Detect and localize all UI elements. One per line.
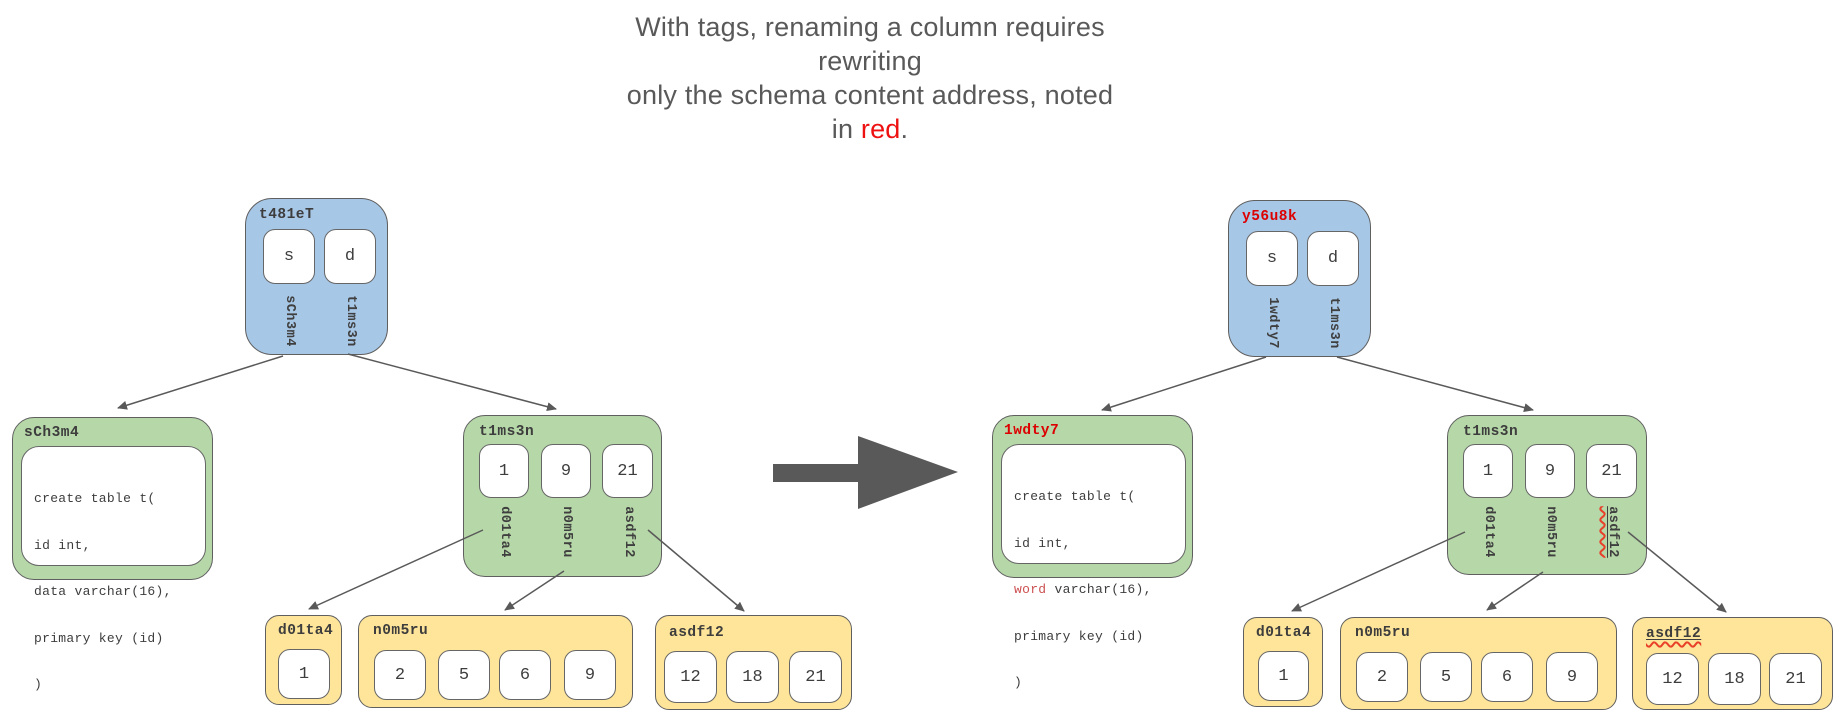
edge-right-root-to-table	[1336, 356, 1534, 412]
caption-line2-text: only the schema content address, noted i…	[626, 80, 1114, 144]
edge-left-root-to-schema	[117, 355, 284, 410]
left-leaf-d01ta4: d01ta4 1	[265, 615, 342, 705]
misspell-squiggle: asdf12	[1646, 626, 1701, 642]
right-table-value: 9	[1525, 444, 1575, 498]
left-leaf2-value: 6	[499, 650, 551, 700]
left-leaf3-value: 18	[726, 651, 779, 703]
caption: With tags, renaming a column requires re…	[615, 10, 1125, 146]
right-leaf2-label: n0m5ru	[1355, 625, 1411, 641]
code-line-renamed: word varchar(16),	[1014, 582, 1152, 598]
edge-right-root-to-schema	[1101, 356, 1267, 412]
right-table-ref3-text: asdf12	[1605, 506, 1620, 558]
left-table-ref3: asdf12	[621, 506, 636, 558]
left-table-ref2: n0m5ru	[559, 506, 574, 558]
left-root-ref-table: t1ms3n	[343, 295, 358, 347]
right-leaf1-label: d01ta4	[1256, 625, 1312, 641]
left-schema-node: sCh3m4 create table t( id int, data varc…	[12, 417, 213, 692]
right-root-slot-s: s	[1246, 231, 1298, 286]
right-leaf3-value: 18	[1708, 653, 1761, 705]
edge-left-table-to-leaf1	[308, 529, 484, 610]
left-root-slot-s: s	[263, 229, 315, 284]
code-line: data varchar(16),	[34, 584, 172, 599]
right-table-node: t1ms3n 1 9 21 d01ta4 n0m5ru asdf12	[1447, 415, 1647, 575]
right-table-value: 1	[1463, 444, 1513, 498]
right-leaf3-label: asdf12	[1646, 626, 1701, 642]
left-table-node: t1ms3n 1 9 21 d01ta4 n0m5ru asdf12	[463, 415, 662, 577]
left-leaf1-value: 1	[278, 649, 330, 699]
left-leaf2-label: n0m5ru	[373, 623, 429, 639]
right-schema-node: 1wdty7 create table t( id int, word varc…	[992, 415, 1193, 690]
left-table-ref1: d01ta4	[497, 506, 512, 558]
right-schema-label: 1wdty7	[1004, 423, 1060, 439]
right-leaf3-value: 21	[1769, 653, 1822, 705]
right-leaf2-value: 5	[1420, 652, 1472, 702]
code-line: )	[34, 677, 43, 692]
edge-left-root-to-table	[347, 353, 557, 412]
left-root-slot-d: d	[324, 229, 376, 284]
left-root-node: t481eT s d sCh3m4 t1ms3n	[245, 198, 388, 355]
misspell-squiggle: asdf12	[1605, 506, 1620, 558]
edge-right-table-to-leaf1	[1291, 531, 1466, 612]
code-line: create table t(	[1014, 489, 1136, 504]
code-line: id int,	[1014, 535, 1071, 551]
renamed-column: word	[1014, 582, 1047, 597]
code-line: primary key (id)	[34, 630, 164, 646]
left-table-value: 9	[541, 444, 591, 498]
code-line: id int,	[34, 537, 91, 553]
left-schema-codebox	[21, 446, 206, 566]
edge-right-table-to-leaf2	[1486, 571, 1544, 611]
left-leaf1-label: d01ta4	[278, 623, 334, 639]
left-table-value: 21	[602, 444, 653, 498]
right-root-node: y56u8k s d 1wdty7 t1ms3n	[1228, 200, 1371, 357]
caption-red-word: red	[860, 114, 901, 144]
right-leaf-d01ta4: d01ta4 1	[1243, 617, 1323, 707]
left-root-label: t481eT	[259, 207, 315, 223]
right-root-ref-table: t1ms3n	[1326, 297, 1341, 349]
left-leaf-asdf12: asdf12 12 18 21	[655, 615, 852, 710]
code-line-rest: varchar(16),	[1046, 582, 1152, 597]
left-leaf3-value: 21	[789, 651, 842, 703]
edge-left-table-to-leaf3	[647, 529, 745, 612]
right-leaf1-value: 1	[1258, 651, 1309, 701]
right-leaf2-value: 2	[1356, 652, 1408, 702]
left-leaf-n0m5ru: n0m5ru 2 5 6 9	[358, 615, 633, 708]
left-leaf2-value: 9	[564, 650, 616, 700]
right-leaf-n0m5ru: n0m5ru 2 5 6 9	[1340, 617, 1617, 710]
right-root-slot-d: d	[1307, 231, 1359, 286]
caption-line1: With tags, renaming a column requires re…	[635, 12, 1105, 76]
right-root-label: y56u8k	[1242, 209, 1298, 225]
right-schema-codebox	[1001, 444, 1186, 564]
left-leaf2-value: 5	[438, 650, 490, 700]
left-schema-label: sCh3m4	[24, 425, 80, 441]
code-line: create table t(	[34, 491, 156, 506]
code-line: primary key (id)	[1014, 628, 1144, 644]
left-schema-code: create table t( id int, data varchar(16)…	[34, 460, 172, 724]
right-table-ref2: n0m5ru	[1543, 506, 1558, 558]
right-leaf3-value: 12	[1646, 653, 1699, 705]
caption-line2: only the schema content address, noted i…	[615, 78, 1125, 146]
left-table-value: 1	[479, 444, 529, 498]
right-leaf-asdf12: asdf12 12 18 21	[1632, 617, 1833, 710]
caption-period: .	[900, 114, 909, 144]
right-leaf2-value: 6	[1481, 652, 1533, 702]
left-root-ref-schema: sCh3m4	[282, 295, 297, 347]
left-leaf3-label: asdf12	[669, 625, 725, 641]
right-root-ref-schema: 1wdty7	[1265, 297, 1280, 349]
left-table-label: t1ms3n	[479, 424, 535, 440]
right-leaf3-label-text: asdf12	[1646, 626, 1702, 642]
right-table-ref3: asdf12	[1603, 497, 1621, 567]
right-table-value: 21	[1586, 444, 1637, 498]
right-table-label: t1ms3n	[1463, 424, 1519, 440]
code-line: )	[1014, 675, 1023, 690]
transform-arrow-icon	[773, 436, 958, 509]
right-leaf2-value: 9	[1546, 652, 1598, 702]
right-table-ref1: d01ta4	[1481, 506, 1496, 558]
left-leaf2-value: 2	[374, 650, 426, 700]
left-leaf3-value: 12	[664, 651, 717, 703]
right-schema-code: create table t( id int, word varchar(16)…	[1014, 458, 1152, 722]
